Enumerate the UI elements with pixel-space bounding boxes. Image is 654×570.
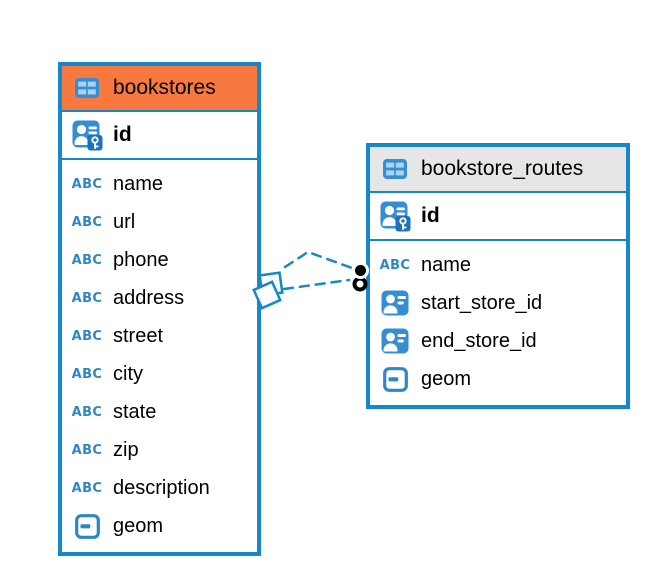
column-name: city: [113, 362, 143, 385]
relationship-line-a[interactable]: [283, 250, 354, 270]
column-row-name[interactable]: ABC name: [370, 246, 626, 284]
table-icon: [378, 158, 412, 180]
text-type-icon: ABC: [71, 442, 103, 458]
stacked-squares-marker: [252, 271, 284, 310]
column-row-url[interactable]: ABC url: [62, 203, 257, 241]
column-row-id[interactable]: id: [370, 194, 626, 238]
text-type-icon: ABC: [71, 214, 103, 230]
text-type-icon: ABC: [71, 366, 103, 382]
table-icon: [70, 77, 104, 99]
primary-key-section: id: [62, 112, 257, 160]
column-row-geom[interactable]: geom: [62, 507, 257, 545]
geometry-type-icon: [70, 513, 104, 539]
column-name: street: [113, 324, 164, 347]
text-type-icon: ABC: [71, 252, 103, 268]
geometry-type-icon: [378, 366, 412, 392]
column-row-name[interactable]: ABC name: [62, 165, 257, 203]
column-row-zip[interactable]: ABC zip: [62, 431, 257, 469]
column-name: address: [113, 286, 185, 309]
column-name: end_store_id: [421, 329, 537, 352]
text-type-icon: ABC: [71, 176, 103, 192]
column-name: start_store_id: [421, 291, 543, 314]
relationship-line-b[interactable]: [282, 278, 351, 291]
primary-key-icon: [378, 201, 412, 232]
column-row-street[interactable]: ABC street: [62, 317, 257, 355]
text-type-icon: ABC: [71, 480, 103, 496]
text-type-icon: ABC: [71, 404, 103, 420]
column-name: name: [421, 253, 472, 276]
table-header[interactable]: bookstore_routes: [370, 147, 626, 193]
column-row-start_store_id[interactable]: start_store_id: [370, 284, 626, 322]
columns-section: ABC name start_store_id end_store_id geom: [370, 241, 626, 405]
foreign-key-icon: [378, 290, 412, 316]
column-name: id: [421, 204, 440, 227]
table-title: bookstore_routes: [421, 157, 584, 180]
table-header[interactable]: bookstores: [62, 66, 257, 112]
foreign-key-icon: [378, 328, 412, 354]
text-type-icon: ABC: [379, 257, 411, 273]
column-row-phone[interactable]: ABC phone: [62, 241, 257, 279]
table-title: bookstores: [113, 76, 216, 99]
column-name: name: [113, 172, 164, 195]
primary-key-icon: [70, 120, 104, 151]
text-type-icon: ABC: [71, 290, 103, 306]
column-name: geom: [113, 514, 164, 537]
relationship-connector[interactable]: [245, 240, 380, 330]
column-row-address[interactable]: ABC address: [62, 279, 257, 317]
column-row-geom[interactable]: geom: [370, 360, 626, 398]
column-name: description: [113, 476, 210, 499]
column-row-end_store_id[interactable]: end_store_id: [370, 322, 626, 360]
column-row-id[interactable]: id: [62, 113, 257, 157]
column-name: state: [113, 400, 157, 423]
column-name: url: [113, 210, 136, 233]
text-type-icon: ABC: [71, 328, 103, 344]
column-name: zip: [113, 438, 139, 461]
column-row-city[interactable]: ABC city: [62, 355, 257, 393]
column-name: geom: [421, 367, 472, 390]
column-row-state[interactable]: ABC state: [62, 393, 257, 431]
dot-and-ring-marker: [352, 262, 369, 292]
primary-key-section: id: [370, 193, 626, 241]
table-bookstore-routes[interactable]: bookstore_routes id ABC name start_store_…: [366, 143, 630, 409]
column-name: id: [113, 123, 132, 146]
column-name: phone: [113, 248, 169, 271]
column-row-description[interactable]: ABC description: [62, 469, 257, 507]
